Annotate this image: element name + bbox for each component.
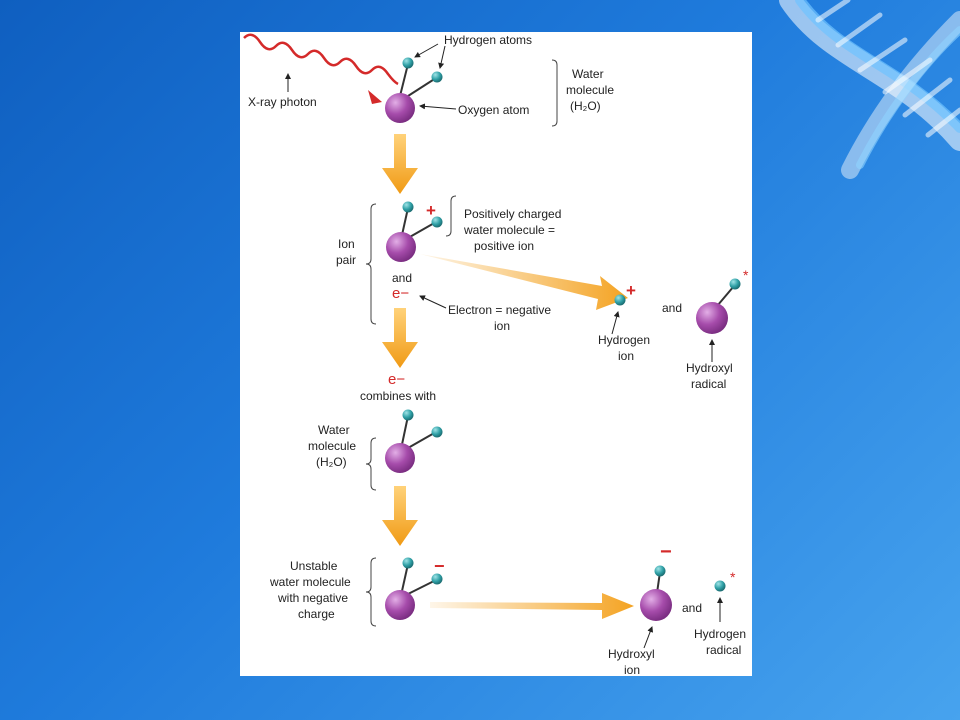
svg-text:positive ion: positive ion <box>474 239 534 253</box>
electron-symbol-1: e− <box>392 285 409 302</box>
svg-text:Hydroxyl: Hydroxyl <box>608 647 655 661</box>
positive-charge-sign: + <box>426 201 436 220</box>
hydrogen-ion <box>614 294 626 306</box>
svg-text:charge: charge <box>298 607 335 621</box>
hydroxyl-ion <box>640 565 672 621</box>
svg-text:Unstable: Unstable <box>290 559 338 573</box>
and-label-1: and <box>392 271 412 285</box>
svg-text:water molecule =: water molecule = <box>463 223 555 237</box>
unstable-water-label: Unstable water molecule with negative ch… <box>269 559 351 621</box>
svg-text:pair: pair <box>336 253 356 267</box>
electron-symbol-2: e− <box>388 371 405 388</box>
hydroxyl-radical-mark: * <box>743 267 749 283</box>
ion-pair-label: Ion pair <box>336 237 356 267</box>
down-arrow-2 <box>382 308 418 368</box>
svg-text:radical: radical <box>691 377 726 391</box>
negative-charge-sign: − <box>434 556 445 576</box>
combines-with-label: combines with <box>360 389 436 403</box>
svg-text:molecule: molecule <box>566 83 614 97</box>
svg-text:(H₂O): (H₂O) <box>570 99 601 113</box>
and-label-2: and <box>662 301 682 315</box>
svg-text:molecule: molecule <box>308 439 356 453</box>
unstable-water-molecule <box>385 557 443 620</box>
hydrogen-atoms-label: Hydrogen atoms <box>444 33 532 47</box>
down-arrow-1 <box>382 134 418 194</box>
positive-ion-label: Positively charged water molecule = posi… <box>463 207 561 253</box>
xray-photon-label: X-ray photon <box>248 95 317 109</box>
water-molecule-top <box>385 57 443 123</box>
water-molecule-mid <box>385 409 443 473</box>
svg-text:ion: ion <box>624 663 640 676</box>
hydroxyl-ion-label: Hydroxyl ion <box>608 647 655 676</box>
positive-water-ion <box>386 201 443 262</box>
svg-text:ion: ion <box>618 349 634 363</box>
svg-text:Water: Water <box>318 423 350 437</box>
xray-photon-arrowhead <box>368 90 382 104</box>
xray-photon-wave <box>243 33 399 86</box>
hydrogen-radical-label: Hydrogen radical <box>694 627 746 657</box>
svg-text:Hydrogen: Hydrogen <box>598 333 650 347</box>
hydrogen-ion-label: Hydrogen ion <box>598 333 650 363</box>
and-label-3: and <box>682 601 702 615</box>
svg-text:Ion: Ion <box>338 237 355 251</box>
svg-text:Water: Water <box>572 67 604 81</box>
svg-text:water molecule: water molecule <box>269 575 351 589</box>
diagram-slide: X-ray photon Hydrogen atoms Oxygen atom … <box>240 32 752 676</box>
hydrogen-radical <box>714 580 726 592</box>
svg-text:Hydrogen: Hydrogen <box>694 627 746 641</box>
split-arrow <box>420 254 628 310</box>
hydrogen-radical-mark: * <box>730 569 736 585</box>
electron-negative-ion-label: Electron = negative ion <box>448 303 551 333</box>
water-molecule-top-label: Water molecule (H₂O) <box>566 67 614 113</box>
oxygen-atom-label: Oxygen atom <box>458 103 529 117</box>
svg-text:Hydroxyl: Hydroxyl <box>686 361 733 375</box>
hydroxyl-radical <box>696 278 741 334</box>
svg-text:Positively charged: Positively charged <box>464 207 561 221</box>
svg-text:with negative: with negative <box>277 591 348 605</box>
hydrogen-ion-plus: + <box>626 281 636 300</box>
water-molecule-mid-label: Water molecule (H₂O) <box>308 423 356 469</box>
down-arrow-3 <box>382 486 418 546</box>
hydroxyl-ion-minus: − <box>660 541 672 563</box>
hydroxyl-radical-label: Hydroxyl radical <box>686 361 733 391</box>
svg-text:Electron = negative: Electron = negative <box>448 303 551 317</box>
svg-text:ion: ion <box>494 319 510 333</box>
decay-arrow <box>430 593 634 619</box>
svg-text:(H₂O): (H₂O) <box>316 455 347 469</box>
svg-text:radical: radical <box>706 643 741 657</box>
